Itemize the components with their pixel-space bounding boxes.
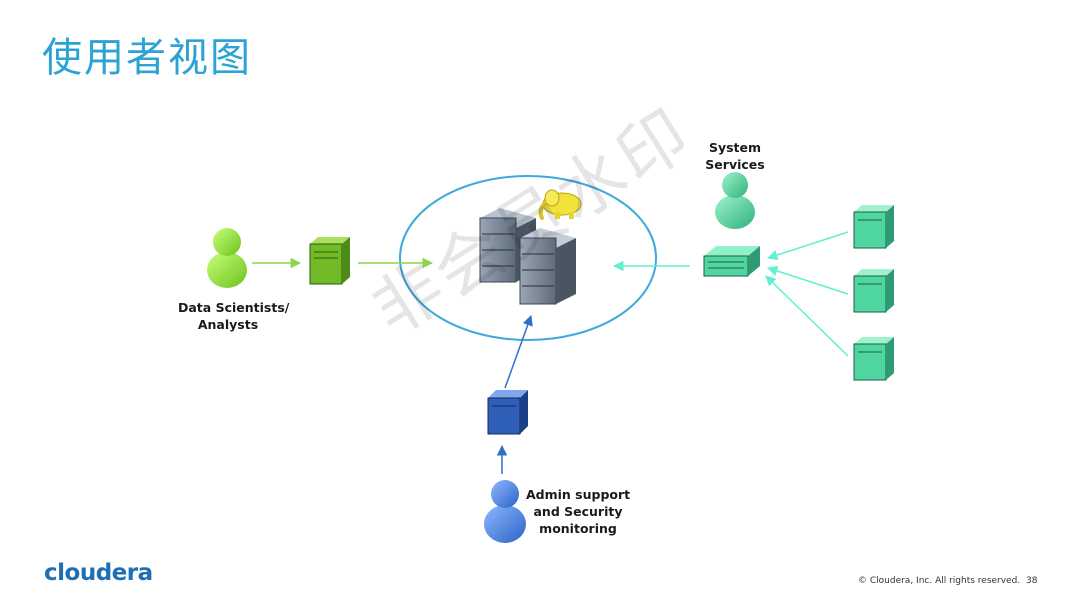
flow-arrow: [504, 315, 533, 389]
person-icon: [715, 172, 755, 229]
hadoop-elephant-icon: [538, 189, 582, 220]
cluster-ring: [399, 175, 657, 341]
flow-arrow: [765, 275, 849, 357]
brand-logo: cloudera: [44, 560, 153, 586]
rack-server-icon: [703, 246, 760, 277]
server-icon: [853, 269, 894, 313]
server-icon: [853, 205, 894, 249]
server-rack-icon: [479, 208, 576, 305]
flow-arrow: [767, 231, 849, 261]
page-number: 38: [1026, 576, 1038, 586]
data-scientists-label: Data Scientists/ Analysts: [178, 300, 290, 332]
server-icon: [853, 337, 894, 381]
admin-label: Admin support and Security monitoring: [526, 487, 631, 536]
server-icon: [309, 237, 350, 285]
system-services-label: System Services: [705, 140, 765, 172]
server-icon: [487, 390, 528, 435]
person-icon: [484, 480, 526, 543]
copyright-text: © Cloudera, Inc. All rights reserved.: [858, 576, 1021, 586]
person-icon: [207, 228, 247, 288]
flow-arrow: [767, 265, 849, 295]
slide-title: 使用者视图: [42, 35, 252, 81]
